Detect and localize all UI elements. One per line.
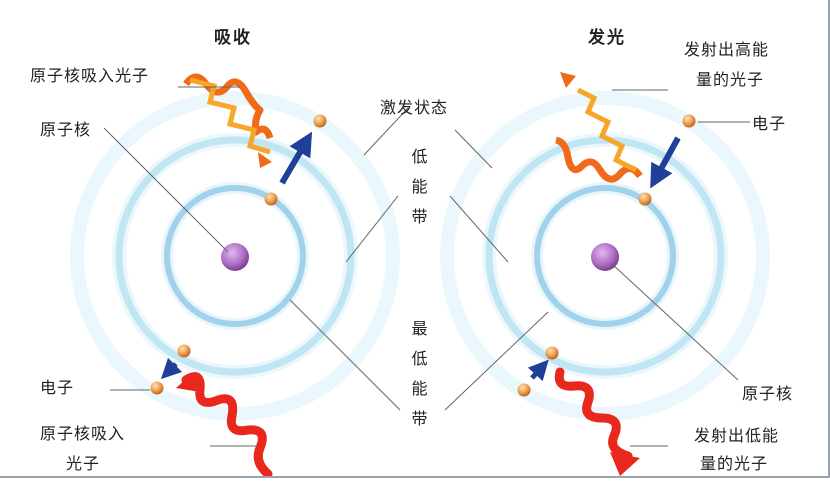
label-electron-right: 电子: [752, 114, 787, 133]
electron: [177, 344, 191, 358]
transition-arrow: [160, 357, 183, 380]
electron: [545, 346, 559, 360]
label-nucleus-left: 原子核: [40, 120, 92, 139]
right-atom: [440, 72, 770, 476]
label-absorb-photon-bottom-2: 光子: [66, 454, 101, 473]
electron: [313, 114, 327, 128]
transition-arrow: [527, 359, 549, 382]
photon-arrowhead: [610, 452, 640, 476]
incoming-photon-wave: [181, 372, 273, 479]
label-absorb-photon-top: 原子核吸入光子: [30, 66, 150, 85]
label-emit-low-1: 发射出低能: [694, 426, 780, 445]
label-emit-high-1: 发射出高能: [684, 40, 770, 59]
electron: [517, 383, 531, 397]
label-electron-left: 电子: [40, 378, 75, 397]
low-band-orbit: [534, 185, 676, 327]
label-absorb-photon-bottom-1: 原子核吸入: [40, 424, 126, 443]
label-low-band: 低能带: [411, 147, 429, 226]
label-emit-high-2: 量的光子: [696, 70, 765, 89]
title-absorption: 吸收: [214, 28, 252, 48]
transition-arrow: [279, 131, 313, 185]
electron: [638, 192, 652, 206]
label-lowest-band: 最低能带: [411, 319, 429, 428]
photon-arrowhead: [560, 72, 576, 88]
absorbed-photon-wave: [189, 77, 271, 155]
emitted-photon-wave: [554, 367, 633, 461]
transition-arrow: [650, 136, 681, 189]
label-excited-state: 激发状态: [380, 98, 449, 117]
label-nucleus-right: 原子核: [742, 384, 794, 403]
label-emit-low-2: 量的光子: [700, 454, 769, 473]
electron: [264, 192, 278, 206]
leader-lines: [103, 86, 750, 447]
photon-arrowhead: [176, 372, 200, 392]
low-band-orbit: [164, 185, 306, 327]
electron: [682, 114, 696, 128]
title-emission: 发光: [588, 28, 626, 48]
electron: [150, 381, 164, 395]
photon-arrowhead: [258, 152, 272, 168]
emitted-photon-wave: [555, 136, 643, 183]
nucleus: [221, 243, 249, 271]
emitted-photon-wave: [576, 87, 638, 173]
